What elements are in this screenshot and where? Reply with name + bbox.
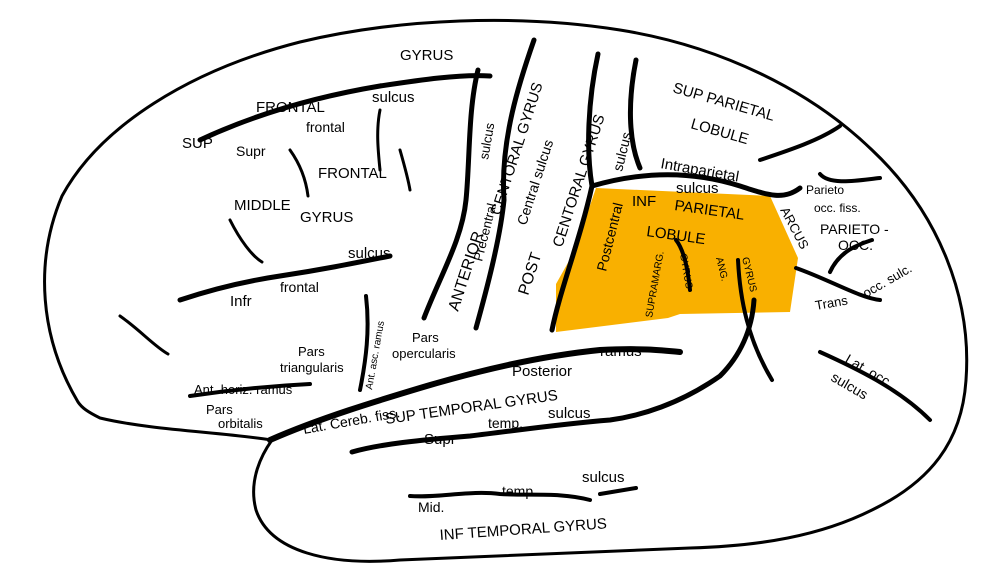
angular-sulcus <box>736 258 774 382</box>
label-parieto: Parieto <box>806 183 844 197</box>
label-supr-temp: Supr <box>424 431 456 448</box>
label-ramus: ramus <box>600 343 642 360</box>
transverse-occipital-sulcus <box>794 238 882 302</box>
frontal-minor-2 <box>288 148 310 198</box>
label-parieto-occ-1: PARIETO - <box>820 221 889 237</box>
middle-temporal-sulcus-2 <box>598 486 638 496</box>
label-frontal-supr: frontal <box>306 119 345 135</box>
label-supr: Supr <box>236 143 266 159</box>
label-occ-sulc: occ. sulc. <box>860 261 914 301</box>
label-temp-mid: temp. <box>502 483 537 499</box>
label-sulcus-precentral: sulcus <box>476 121 497 160</box>
label-pars-opercularis-2: opercularis <box>392 346 456 361</box>
label-pars-orbitalis-2: orbitalis <box>218 416 263 431</box>
frontal-minor-4 <box>118 314 170 356</box>
inferior-frontal-sulcus <box>177 253 393 303</box>
label-inf: INF <box>632 193 656 210</box>
label-pars-orbitalis-1: Pars <box>206 402 233 417</box>
anterior-horizontal-ramus <box>188 382 312 398</box>
intraparietal-upper <box>627 57 643 171</box>
label-mid: Mid. <box>418 499 444 515</box>
central-sulcus <box>473 37 537 331</box>
labels: GYRUS SUP FRONTAL sulcus Supr frontal MI… <box>182 47 914 544</box>
label-gyrus-mid: GYRUS <box>300 209 353 226</box>
lateral-fissure <box>267 346 683 443</box>
label-sulcus-mid-temp: sulcus <box>582 469 625 486</box>
label-sulcus-infr: sulcus <box>348 245 391 262</box>
label-sulcus-sup-temp: sulcus <box>548 405 591 422</box>
lateral-occipital-sulcus <box>818 350 932 422</box>
frontal-minor-5 <box>398 148 412 192</box>
label-pars-triangularis-2: triangularis <box>280 360 344 375</box>
label-frontal-infr: frontal <box>280 279 319 295</box>
label-pars-opercularis-1: Pars <box>412 330 439 345</box>
label-sulcus-postcentral: sulcus <box>609 130 634 172</box>
anterior-ascending-ramus <box>358 294 370 392</box>
label-frontal-top: FRONTAL <box>256 99 325 116</box>
label-post: POST <box>516 250 546 297</box>
inferior-parietal-lobule-highlight <box>556 188 798 332</box>
intraparietal-sulcus <box>589 172 803 198</box>
label-sup: SUP <box>182 135 213 152</box>
label-parieto-occ-2: OCC. <box>838 237 873 253</box>
label-lobule-top: LOBULE <box>689 116 751 149</box>
label-sup-parietal: SUP PARIETAL <box>671 80 777 125</box>
middle-temporal-sulcus <box>408 490 592 502</box>
label-ant-horiz-ramus: Ant. horiz. ramus <box>194 382 293 397</box>
frontal-minor-3 <box>376 108 382 172</box>
label-middle: MIDDLE <box>234 197 291 214</box>
superior-frontal-sulcus <box>197 73 493 143</box>
label-sulcus-intraparietal: sulcus <box>676 180 719 197</box>
label-temp-supr: temp. <box>488 415 523 431</box>
brain-outline <box>43 18 969 563</box>
supramarginal-sulcus <box>674 238 692 292</box>
label-frontal-mid: FRONTAL <box>318 165 387 182</box>
label-trans: Trans <box>814 292 849 313</box>
label-pars-triangularis-1: Pars <box>298 344 325 359</box>
label-infr: Infr <box>230 293 252 310</box>
sulci <box>118 37 932 502</box>
label-occ-fiss: occ. fiss. <box>814 201 861 215</box>
label-posterior: Posterior <box>512 363 572 380</box>
label-gyrus-top: GYRUS <box>400 47 453 64</box>
superior-temporal-sulcus <box>349 297 757 455</box>
frontal-minor-1 <box>228 218 264 264</box>
label-sulcus-sup-frontal: sulcus <box>372 89 415 106</box>
parieto-occipital-fissure <box>758 124 882 184</box>
precentral-sulcus <box>421 67 481 321</box>
label-inf-temporal-gyrus: INF TEMPORAL GYRUS <box>439 515 607 544</box>
